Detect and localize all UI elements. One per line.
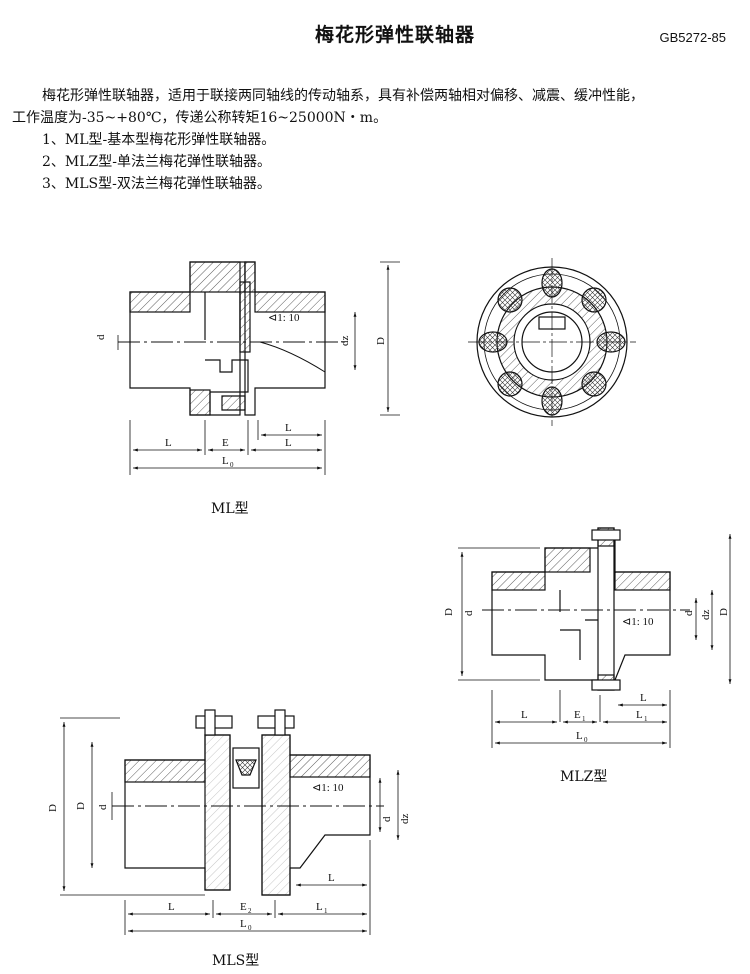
intro-line-2: 工作温度为-35~+80℃，传递公称转矩16~25000N・m。 bbox=[12, 110, 388, 126]
mlz-dim-D1: D bbox=[718, 608, 730, 616]
ml-dim-E: E bbox=[222, 437, 229, 449]
page-title: 梅花形弹性联轴器 bbox=[314, 24, 475, 46]
mls-dim-E2: E bbox=[240, 901, 247, 913]
mlz-dim-L0-sub: 0 bbox=[584, 736, 588, 744]
ml-dim-d: d bbox=[95, 334, 107, 340]
mlz-dim-L: L bbox=[521, 709, 528, 721]
mls-taper: ⊲1: 10 bbox=[312, 782, 344, 794]
mls-dim-L0: L bbox=[240, 918, 247, 930]
standard-number: GB5272-85 bbox=[659, 30, 727, 45]
spider-end-view bbox=[468, 258, 636, 426]
mlz-dim-d: d bbox=[463, 610, 475, 616]
mlz-dimension-labels: L E 1 L L 1 L 0 D d d dz D ⊲1: 10 bbox=[443, 608, 730, 744]
mlz-dim-D: D bbox=[443, 608, 455, 616]
list-item: 1、ML型-基本型梅花形弹性联轴器。 bbox=[42, 132, 276, 148]
ml-dimension-labels: L E L L L 0 d dz D ⊲1: 10 bbox=[95, 312, 387, 469]
mls-drawing bbox=[60, 709, 400, 935]
ml-dim-L0-sub: 0 bbox=[230, 461, 234, 469]
mls-caption: MLS型 bbox=[212, 953, 260, 969]
ml-dim-L0: L bbox=[222, 455, 229, 467]
ml-drawing bbox=[117, 261, 400, 475]
mlz-dim-E1: E bbox=[574, 709, 581, 721]
ml-dim-L-right: L bbox=[285, 437, 292, 449]
mlz-dim-L-top: L bbox=[640, 692, 647, 704]
mlz-caption: MLZ型 bbox=[560, 769, 608, 785]
list-item: 2、MLZ型-单法兰梅花弹性联轴器。 bbox=[42, 154, 271, 170]
mls-dim-dz: dz bbox=[399, 814, 411, 825]
mls-dim-L0-sub: 0 bbox=[248, 924, 252, 932]
mls-dimension-labels: L E 2 L L 1 L 0 D D d d dz ⊲1: 10 bbox=[47, 782, 411, 932]
mls-dim-d-right: d bbox=[381, 816, 393, 822]
ml-caption: ML型 bbox=[211, 501, 249, 517]
mlz-drawing bbox=[458, 527, 732, 748]
mlz-dim-L1: L bbox=[636, 709, 643, 721]
mls-dim-L1: L bbox=[316, 901, 323, 913]
mlz-dim-E1-sub: 1 bbox=[582, 715, 586, 723]
mls-dim-d: d bbox=[97, 804, 109, 810]
mls-dim-L1-sub: 1 bbox=[324, 907, 328, 915]
mlz-taper: ⊲1: 10 bbox=[622, 616, 654, 628]
ml-dim-D: D bbox=[375, 337, 387, 345]
list-item: 3、MLS型-双法兰梅花弹性联轴器。 bbox=[42, 176, 271, 192]
ml-dim-L-top: L bbox=[285, 422, 292, 434]
ml-dim-dz: dz bbox=[339, 336, 351, 347]
mlz-dim-d1: d bbox=[683, 610, 695, 616]
mls-dim-D: D bbox=[75, 802, 87, 810]
mlz-dim-L1-sub: 1 bbox=[644, 715, 648, 723]
mlz-dim-dz: dz bbox=[700, 610, 712, 621]
mls-dim-L-top: L bbox=[328, 872, 335, 884]
ml-dim-L: L bbox=[165, 437, 172, 449]
mls-dim-E2-sub: 2 bbox=[248, 907, 252, 915]
mls-dim-D1: D bbox=[47, 804, 59, 812]
mlz-dim-L0: L bbox=[576, 730, 583, 742]
intro-text: 梅花形弹性联轴器，适用于联接两同轴线的传动轴系，具有补偿两轴相对偏移、减震、缓冲… bbox=[12, 85, 737, 195]
intro-line-1: 梅花形弹性联轴器，适用于联接两同轴线的传动轴系，具有补偿两轴相对偏移、减震、缓冲… bbox=[42, 88, 644, 104]
mls-dim-L: L bbox=[168, 901, 175, 913]
ml-taper: ⊲1: 10 bbox=[268, 312, 300, 324]
